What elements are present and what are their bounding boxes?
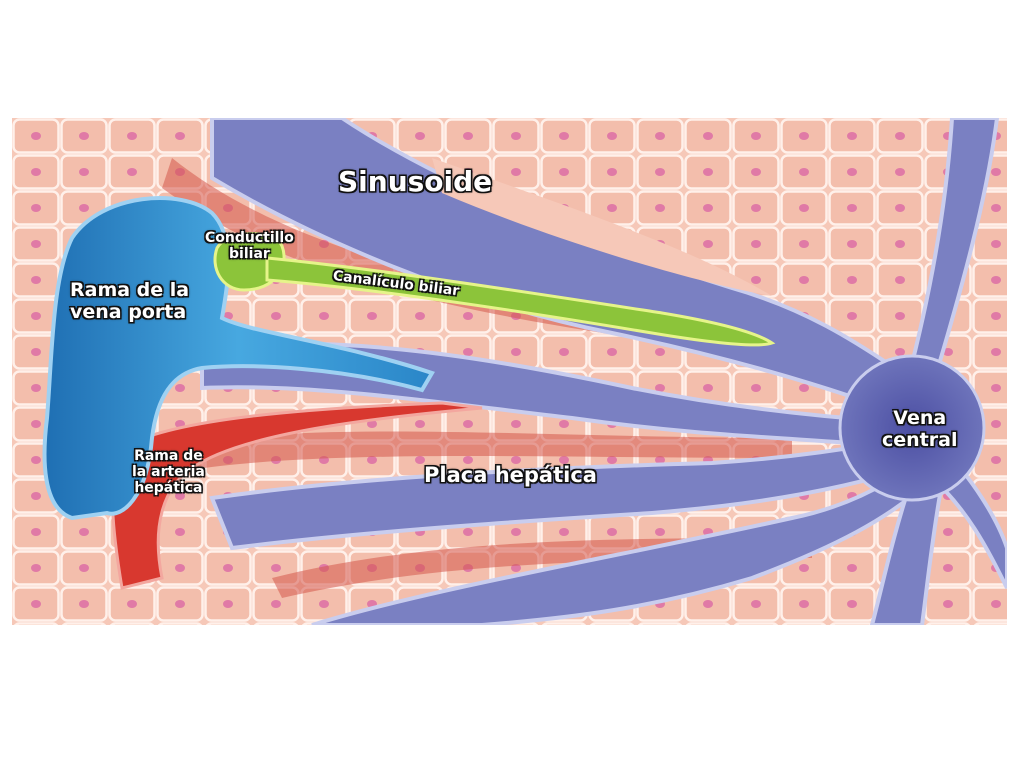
central-vein-shape: [838, 354, 986, 502]
hepatic-artery-branch-label-line-3: hepática: [134, 480, 203, 497]
liver-lobule-illustration: [12, 118, 1007, 625]
bile-system: [213, 232, 776, 347]
central-vein-label: Vena central: [882, 407, 958, 452]
bile-ductule-label-line-1: Conductillo: [205, 230, 294, 246]
hepatic-artery-branch-label-line-2: la arteria: [132, 464, 205, 481]
sinusoid-fork-upper: [432, 158, 772, 296]
bile-ductule-label-line-2: biliar: [229, 246, 270, 263]
bile-ductule-label: Conductillo biliar: [205, 230, 294, 262]
hepatic-artery-shape: [111, 401, 483, 590]
portal-vein-branch-label: Rama de la vena porta: [70, 279, 190, 324]
portal-vein-branch-label-line-2: vena porta: [70, 300, 187, 323]
hepatic-plate-label: Placa hepática: [424, 463, 597, 487]
hepatic-artery-branch-label: Rama de la arteria hepática: [132, 448, 205, 496]
liver-lobule-diagram: Sinusoide Conductillo biliar Canalículo …: [12, 118, 1007, 625]
central-vein-label-line-1: Vena: [893, 407, 947, 429]
hepatic-artery-branch-label-line-1: Rama de: [134, 448, 203, 464]
central-vein-label-line-2: central: [882, 428, 958, 451]
bile-canaliculus-shape: [265, 256, 776, 347]
portal-vein-branch-label-line-1: Rama de la: [70, 279, 190, 301]
portal-vein-shape: [42, 196, 435, 521]
sinusoid-label: Sinusoide: [338, 165, 493, 198]
